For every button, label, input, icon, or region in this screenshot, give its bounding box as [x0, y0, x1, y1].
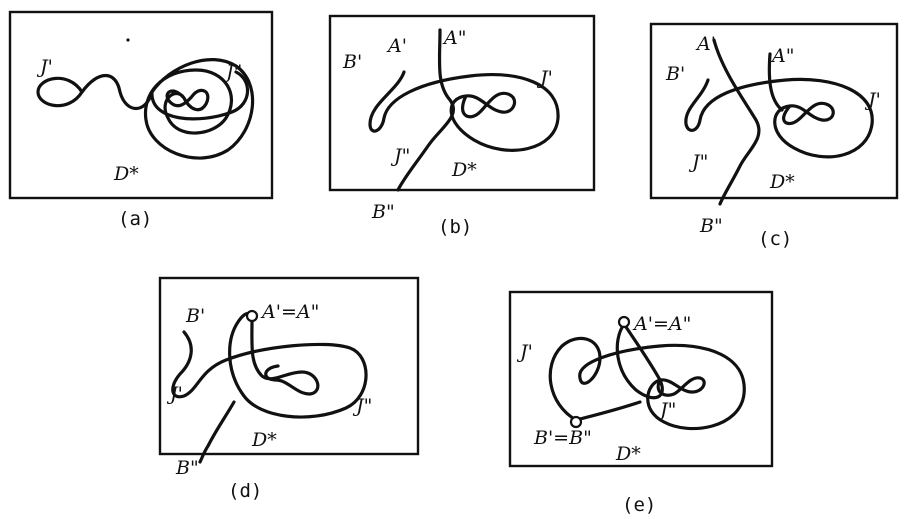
panel-d-frame [158, 276, 420, 456]
panel-d-label-b-prime: B' [185, 305, 205, 327]
panel-e-frame [508, 290, 774, 468]
panel-d-label-j-double: J" [352, 395, 372, 417]
panel-a-label-j-double: J" [222, 61, 242, 83]
panel-c-curve-j-prime [684, 77, 874, 159]
panel-e: J' A'=A" J" B'=B" D* [508, 290, 774, 468]
panel-a-curve-tail [150, 70, 250, 121]
panel-c-label-a-prime: A' [695, 33, 716, 55]
panel-d-label-j-prime: J' [166, 383, 183, 405]
panel-b-label-j-double: J" [390, 145, 410, 167]
panel-a-label-j-prime: J' [36, 56, 53, 78]
panel-b: B' A' A" J' J" D* B" [328, 14, 596, 223]
panel-b-label-j-prime: J' [536, 67, 553, 89]
panel-e-label-a-merge: A'=A" [632, 313, 691, 335]
panel-b-label-b-double: B" [371, 201, 395, 223]
panel-c: A' A" B' J' J" D* B" [649, 22, 899, 237]
panel-e-curve-j-double [574, 400, 642, 422]
panel-c-label-domain: D* [769, 171, 795, 193]
panel-e-label-j-double: J" [656, 399, 676, 421]
panel-c-caption: (c) [758, 228, 792, 250]
panel-e-curve-j-prime [548, 336, 746, 431]
panel-b-caption: (b) [438, 216, 472, 238]
panel-a-curve-j-prime [36, 74, 154, 110]
panel-e-label-b-merge: B'=B" [533, 427, 592, 449]
panel-a-speck [126, 38, 130, 42]
panel-d-curve-j-double [198, 400, 236, 464]
panel-e-point-a [617, 315, 631, 329]
panel-a: J' J" D* [8, 10, 274, 200]
panel-b-curve-j-prime [368, 70, 560, 152]
panel-c-curve-j-double [712, 38, 761, 206]
panel-b-label-a-double: A" [442, 27, 466, 49]
panel-b-curve-j-double [396, 28, 456, 192]
panel-c-label-b-prime: B' [665, 63, 685, 85]
panel-d-curve-b-prime [171, 311, 368, 419]
panel-c-label-j-double: J" [688, 151, 708, 173]
panel-e-curve-a-loop [615, 322, 664, 400]
panel-b-label-a-prime: A' [386, 35, 407, 57]
panel-c-label-a-double: A" [770, 45, 794, 67]
panel-b-frame [328, 14, 596, 192]
panel-a-frame [8, 10, 274, 200]
panel-e-label-domain: D* [615, 443, 641, 465]
panel-a-caption: (a) [118, 208, 152, 230]
panel-c-label-j-prime: J' [864, 89, 881, 111]
panel-c-label-b-double: B" [699, 215, 723, 237]
panel-a-curve-j-double [143, 58, 255, 160]
panel-d-label-b-double: B" [175, 457, 199, 479]
panel-d: B' A'=A" J' J" D* B" [158, 276, 420, 479]
panel-d-point-a [245, 309, 259, 323]
panel-e-label-j-prime: J' [516, 341, 533, 363]
panel-a-label-domain: D* [113, 163, 139, 185]
panel-e-point-b [569, 415, 583, 429]
panel-b-label-b-prime: B' [342, 51, 362, 73]
panel-b-label-domain: D* [451, 159, 477, 181]
panel-e-caption: (e) [622, 494, 656, 516]
panel-d-curve-a-loop [250, 318, 320, 396]
panel-d-label-domain: D* [251, 429, 277, 451]
panel-c-curve-a-double [767, 52, 784, 112]
panel-d-caption: (d) [228, 480, 262, 502]
panel-d-label-a-merge: A'=A" [260, 301, 319, 323]
panel-c-frame [649, 22, 899, 200]
